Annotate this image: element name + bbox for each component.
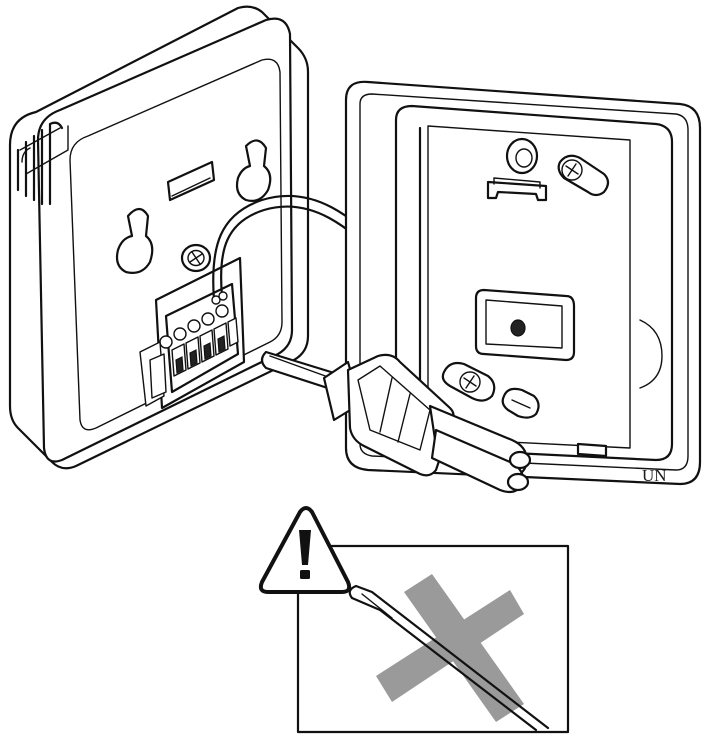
terminal-block bbox=[139, 282, 240, 407]
rect-slot bbox=[166, 160, 216, 202]
keyhole-slot-left bbox=[115, 207, 154, 274]
keyhole-slot-right bbox=[235, 139, 272, 202]
cable-opening bbox=[474, 288, 576, 362]
vent-grille bbox=[16, 121, 69, 206]
flat-screwdriver-icon bbox=[348, 584, 550, 732]
exclamation-triangle-icon bbox=[258, 506, 352, 594]
top-screw-icon bbox=[557, 154, 610, 197]
top-screw-hole bbox=[505, 137, 539, 175]
bottom-screw-icon bbox=[441, 361, 496, 402]
centre-screw-icon bbox=[180, 243, 212, 273]
top-clip bbox=[486, 180, 548, 202]
warning-panel bbox=[296, 544, 570, 734]
wall-mounting-plate: UN bbox=[344, 80, 702, 486]
screwdriver-illustration bbox=[260, 350, 532, 494]
thermostat-body bbox=[8, 5, 310, 470]
bottom-screw-hole bbox=[501, 387, 540, 419]
model-mark: UN bbox=[642, 466, 667, 485]
prohibition-cross-icon bbox=[376, 574, 524, 722]
